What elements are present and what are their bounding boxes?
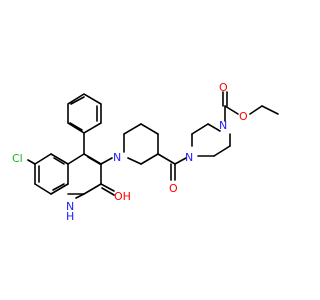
bond-carbamate-o — [224, 105, 239, 115]
phenyl-ring — [67, 93, 102, 134]
atom-hydroxyl: OH — [114, 190, 131, 203]
atom-piperazine-n-right: N — [219, 119, 227, 132]
pyridone-ring — [67, 153, 102, 195]
piperidine-ring — [123, 123, 159, 165]
bond-carbonyl-piperazine-n — [174, 157, 187, 165]
molecule-drawing: Cl N H OH N O N N O O — [12, 81, 279, 223]
bond-c3-piperidine-n — [100, 157, 113, 165]
carbamate-carbonyl — [222, 91, 228, 107]
atom-chlorine: Cl — [12, 152, 23, 165]
atom-piperazine-n-left: N — [185, 151, 193, 164]
atom-carbamate-o-single: O — [239, 110, 248, 123]
atom-nh-nitrogen: N — [66, 200, 74, 213]
atom-amide-o: O — [169, 182, 178, 195]
bond-c-cl — [27, 159, 36, 165]
ethyl-group — [249, 105, 279, 115]
bond-nh — [75, 193, 85, 199]
benzo-ring — [34, 153, 69, 195]
amide-carbonyl — [170, 163, 176, 181]
lactam-carbonyl — [100, 183, 115, 196]
atom-piperidine-n: N — [113, 151, 121, 164]
piperazine-ring — [191, 123, 231, 157]
structure-canvas: Cl N H OH N O N N O O — [12, 81, 279, 223]
atom-nh-hydrogen: H — [66, 210, 74, 223]
atom-carbamate-o-double: O — [219, 81, 228, 94]
bond-piperidine-carbonyl — [157, 153, 176, 165]
